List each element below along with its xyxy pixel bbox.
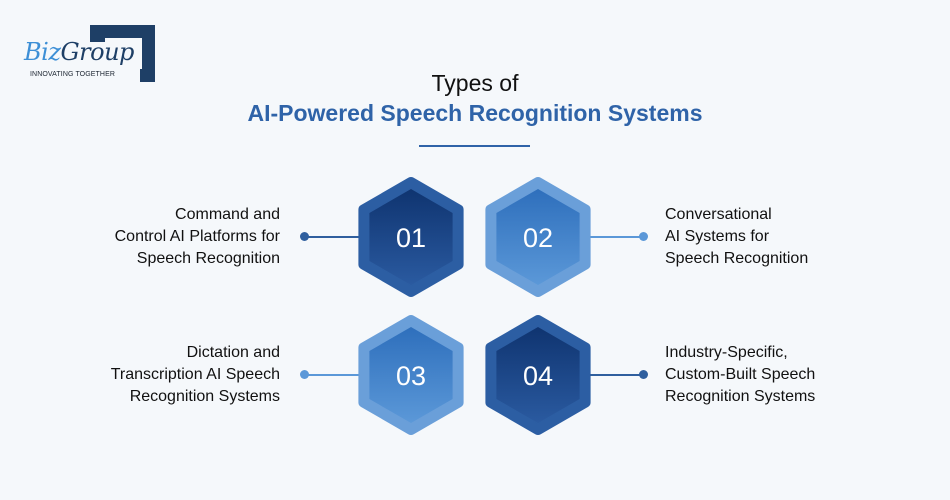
item-label-01-line-3: Speech Recognition	[136, 250, 280, 267]
connector-dot-04	[639, 370, 648, 379]
connector-dot-03	[300, 370, 309, 379]
hexagon-01-number: 01	[396, 223, 426, 253]
title-line-1: Types of	[431, 70, 519, 96]
hexagon-02-number: 02	[523, 223, 553, 253]
item-label-03-line-1: Dictation and	[186, 344, 280, 361]
logo-brand-part1: Biz	[24, 38, 61, 66]
hexagon-03-number: 03	[396, 361, 426, 391]
connector-line-04	[585, 374, 643, 376]
connector-line-01	[304, 236, 364, 238]
logo-tagline: INNOVATING TOGETHER	[30, 71, 116, 78]
title-line-2: AI-Powered Speech Recognition Systems	[247, 100, 703, 126]
hexagon-02: 02	[485, 177, 591, 297]
item-label-04: Industry-Specific, Custom-Built Speech R…	[665, 342, 815, 408]
hexagon-03: 03	[358, 315, 464, 435]
item-label-04-line-2: Custom-Built Speech	[665, 366, 816, 383]
hexagon-04-number: 04	[523, 361, 553, 391]
hexagon-04-inner	[496, 327, 580, 423]
hexagon-02-inner	[496, 189, 580, 285]
item-label-04-line-3: Recognition Systems	[665, 388, 816, 405]
item-label-02-line-2: AI Systems for	[665, 228, 770, 245]
logo-brand-part2: Group	[60, 38, 134, 66]
item-label-03-line-2: Transcription AI Speech	[110, 366, 280, 383]
title-underline	[419, 145, 530, 147]
hexagon-01-inner	[369, 189, 453, 285]
item-label-02-line-1: Conversational	[665, 206, 772, 223]
logo-background	[22, 42, 140, 82]
item-label-01-line-1: Command and	[175, 206, 280, 223]
hexagon-04: 04	[485, 315, 591, 435]
hexagon-03-inner	[369, 327, 453, 423]
item-label-01: Command and Control AI Platforms for Spe…	[115, 204, 280, 270]
item-label-03-line-3: Recognition Systems	[129, 388, 280, 405]
item-label-02: Conversational AI Systems for Speech Rec…	[665, 204, 808, 270]
logo-wordmark: BizGroup	[24, 38, 134, 66]
item-label-04-line-1: Industry-Specific,	[665, 344, 788, 361]
item-label-01-line-2: Control AI Platforms for	[114, 228, 280, 245]
item-label-02-line-3: Speech Recognition	[665, 250, 809, 267]
connector-line-03	[304, 374, 364, 376]
connector-line-02	[585, 236, 643, 238]
hexagon-01: 01	[358, 177, 464, 297]
item-label-03: Dictation and Transcription AI Speech Re…	[111, 342, 280, 408]
connector-dot-02	[639, 232, 648, 241]
connector-dot-01	[300, 232, 309, 241]
